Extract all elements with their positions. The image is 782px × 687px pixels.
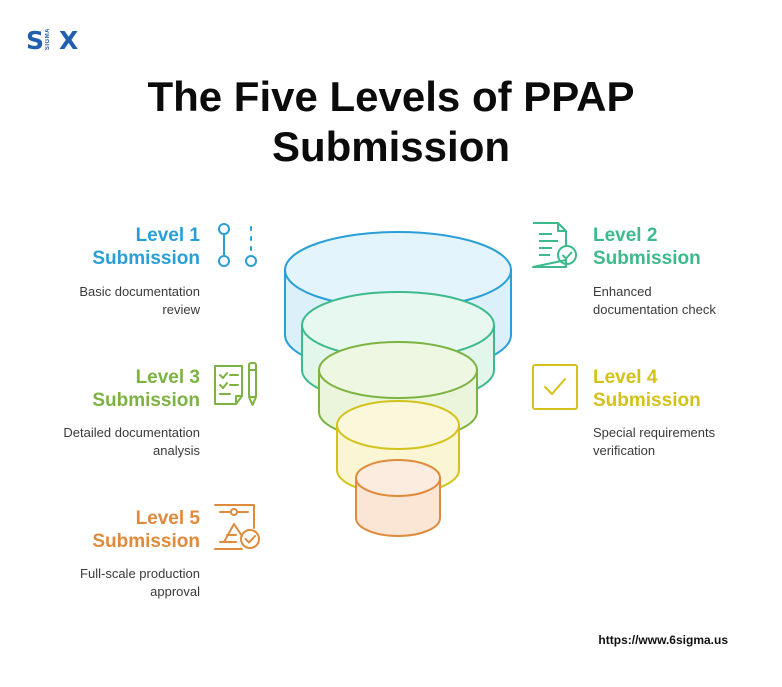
level-1-description: Basic documentation review	[0, 283, 200, 319]
level-2-desc-line-2: documentation check	[593, 302, 716, 317]
level-1-title-line-1: Level 1	[135, 225, 200, 246]
level-5-title-line-2: Submission	[92, 531, 200, 552]
level-4-desc-line-2: verification	[593, 443, 656, 458]
level-2-title-line-2: Submission	[593, 248, 701, 269]
level-1-desc-line-2: review	[162, 302, 200, 317]
level-5-title-line-1: Level 5	[135, 508, 200, 529]
page-title: The Five Levels of PPAP Submission	[0, 72, 782, 172]
funnel-layer-1	[284, 231, 512, 374]
level-2-description: Enhanced documentation check	[593, 283, 782, 319]
funnel-layer-5	[355, 459, 441, 537]
level-4-title-line-1: Level 4	[593, 367, 658, 388]
workflow-icon	[218, 223, 257, 267]
level-3-title-line-1: Level 3	[135, 367, 200, 388]
document-check-icon	[532, 222, 577, 268]
page-title-line-2: Submission	[271, 123, 511, 170]
level-3-title: Level 3 Submission	[0, 366, 200, 412]
level-2-desc-line-1: Enhanced	[593, 284, 652, 299]
website-url[interactable]: https://www.6sigma.us	[598, 633, 728, 647]
level-4-desc-line-1: Special requirements	[593, 425, 716, 440]
production-approval-icon	[214, 504, 260, 550]
level-3-desc-line-1: Detailed documentation	[63, 425, 200, 440]
level-5-desc-line-2: approval	[150, 584, 200, 599]
level-4-description: Special requirements verification	[593, 424, 782, 460]
level-3-desc-line-2: analysis	[153, 443, 200, 458]
logo-letter-x: X	[59, 26, 79, 55]
level-3-description: Detailed documentation analysis	[0, 424, 200, 460]
level-3-title-line-2: Submission	[92, 390, 200, 411]
checklist-pen-icon	[214, 362, 257, 406]
checkbox-icon	[532, 364, 578, 410]
level-2-title-line-1: Level 2	[593, 225, 658, 246]
logo-letter-s: S	[26, 26, 45, 55]
level-2-title: Level 2 Submission	[593, 224, 782, 270]
level-4-title-line-2: Submission	[593, 390, 701, 411]
level-5-desc-line-1: Full-scale production	[80, 566, 200, 581]
level-1-desc-line-1: Basic documentation	[79, 284, 200, 299]
level-1-title-line-2: Submission	[92, 248, 200, 269]
level-5-title: Level 5 Submission	[0, 507, 200, 553]
level-4-title: Level 4 Submission	[593, 366, 782, 412]
page-title-line-1: The Five Levels of PPAP	[147, 73, 635, 120]
level-5-description: Full-scale production approval	[0, 565, 200, 601]
level-1-title: Level 1 Submission	[0, 224, 200, 270]
logo: S SIGMA X	[26, 26, 82, 55]
